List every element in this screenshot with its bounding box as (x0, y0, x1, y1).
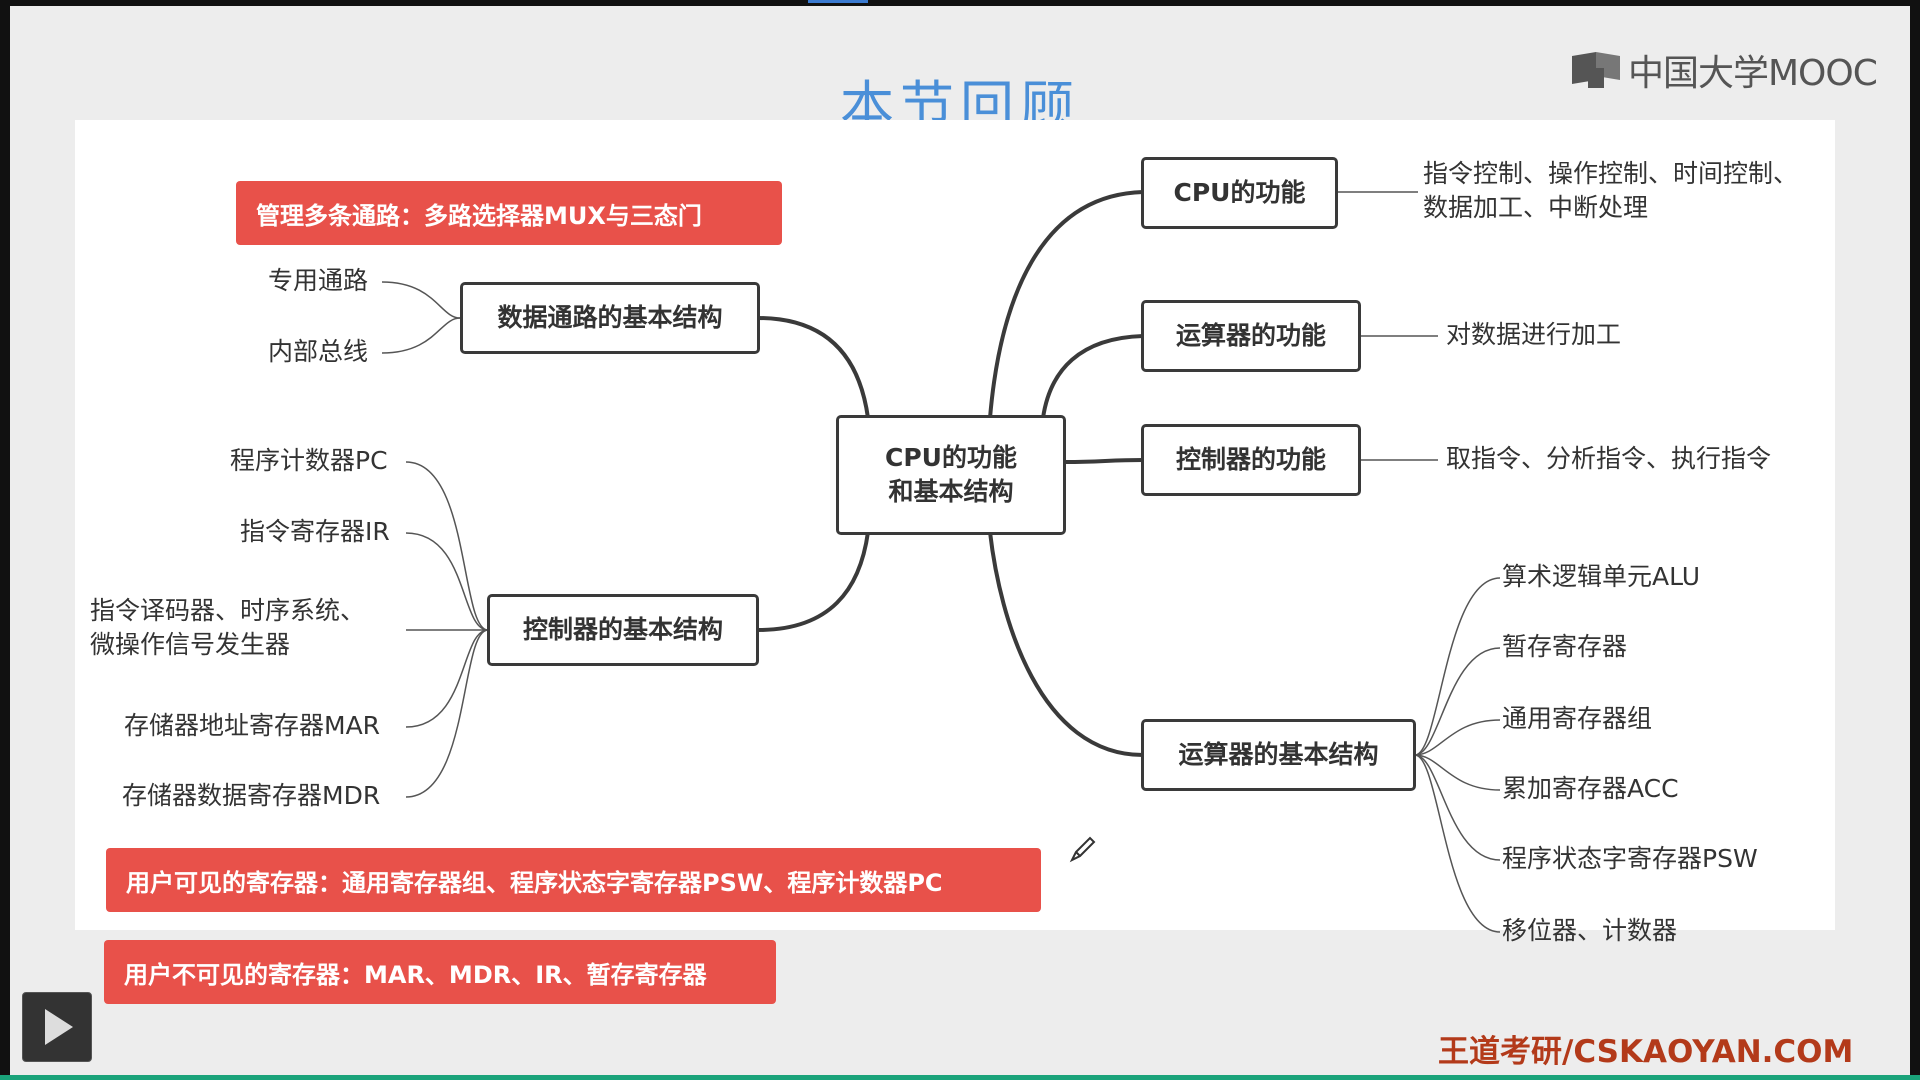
datapath-item: 专用通路 (268, 266, 369, 295)
alu-structure-item: 暂存寄存器 (1502, 632, 1628, 661)
alu-structure-item: 累加寄存器ACC (1502, 774, 1679, 803)
invisible-registers-note: 用户不可见的寄存器：MAR、MDR、IR、暂存寄存器 (104, 940, 776, 1004)
mooc-logo-icon (1572, 52, 1620, 88)
controller-structure-item: 存储器地址寄存器MAR (124, 711, 381, 740)
top-indicator (808, 0, 868, 3)
center-node: CPU的功能 和基本结构 (836, 415, 1066, 535)
play-icon (45, 1009, 73, 1045)
alu-structure-item: 通用寄存器组 (1502, 704, 1653, 733)
datapath-item: 内部总线 (268, 337, 369, 366)
controller-structure-node: 控制器的基本结构 (487, 594, 759, 666)
mooc-logo: 中国大学MOOC (1570, 44, 1878, 96)
play-button[interactable] (22, 992, 92, 1062)
progress-bar[interactable] (0, 1075, 1920, 1080)
alu-structure-item: 移位器、计数器 (1502, 916, 1678, 945)
cpu-function-detail: 指令控制、操作控制、时间控制、 数据加工、中断处理 (1423, 159, 1799, 222)
controller-structure-item: 程序计数器PC (230, 446, 388, 475)
controller-structure-item: 指令译码器、时序系统、 微操作信号发生器 (90, 596, 366, 659)
alu-structure-item: 程序状态字寄存器PSW (1502, 844, 1758, 873)
controller-structure-item: 指令寄存器IR (240, 517, 390, 546)
cpu-function-node: CPU的功能 (1141, 157, 1338, 229)
datapath-structure-node: 数据通路的基本结构 (460, 282, 760, 354)
alu-structure-item: 算术逻辑单元ALU (1502, 562, 1701, 591)
mux-note: 管理多条通路：多路选择器MUX与三态门 (236, 181, 782, 245)
brand-footer: 王道考研/CSKAOYAN.COM (1438, 1034, 1854, 1070)
mooc-logo-text: 中国大学MOOC (1628, 53, 1878, 94)
visible-registers-note: 用户可见的寄存器：通用寄存器组、程序状态字寄存器PSW、程序计数器PC (106, 848, 1041, 912)
controller-function-node: 控制器的功能 (1141, 424, 1361, 496)
alu-function-detail: 对数据进行加工 (1446, 320, 1622, 349)
controller-function-detail: 取指令、分析指令、执行指令 (1446, 444, 1772, 473)
controller-structure-item: 存储器数据寄存器MDR (122, 781, 381, 810)
alu-function-node: 运算器的功能 (1141, 300, 1361, 372)
alu-structure-node: 运算器的基本结构 (1141, 719, 1416, 791)
pen-icon (1069, 836, 1096, 863)
